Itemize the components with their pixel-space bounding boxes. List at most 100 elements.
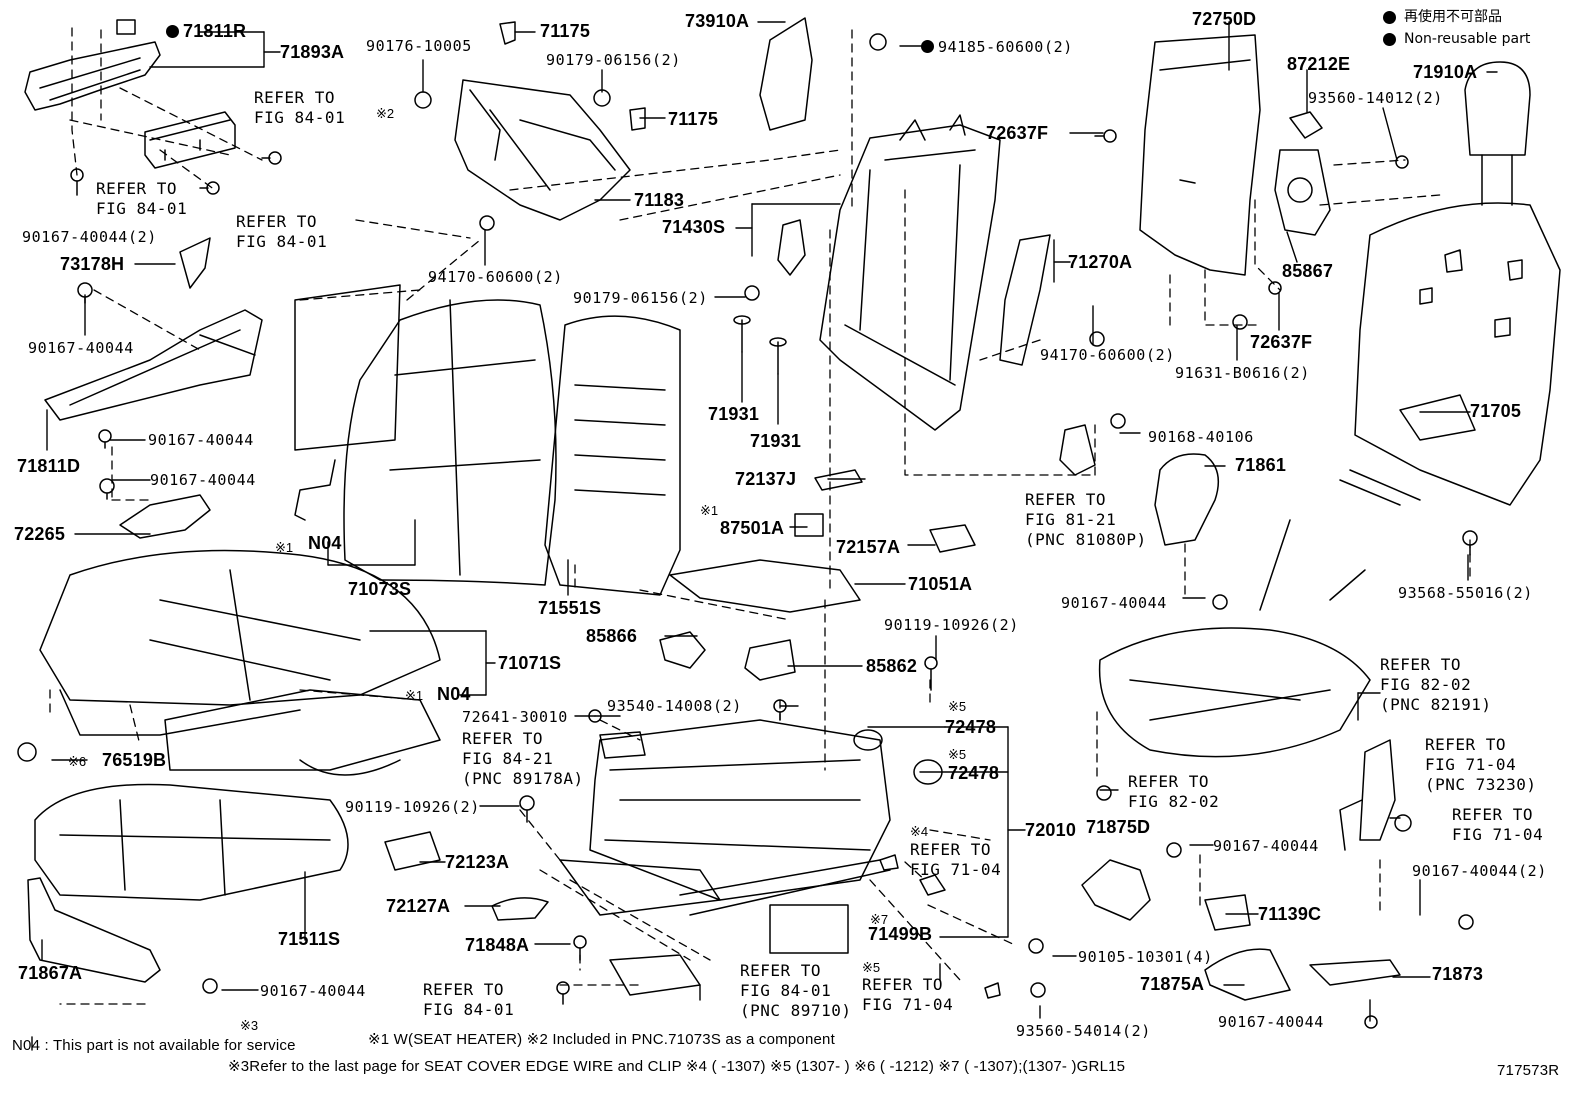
note-mark-5-a: ※5 — [948, 699, 967, 714]
callout-73178H[interactable]: 73178H — [60, 254, 125, 274]
callout-72641-30010[interactable]: 72641-30010 — [462, 708, 568, 726]
note-mark-7: ※7 — [870, 912, 889, 927]
callout-93540-14008[interactable]: 93540-14008(2) — [607, 697, 742, 715]
note-mark-6: ※6 — [68, 754, 87, 769]
callout-71873[interactable]: 71873 — [1432, 964, 1484, 984]
callout-90167-40044-2-right[interactable]: 90167-40044(2) — [1412, 862, 1547, 880]
callout-90167-40044-right[interactable]: 90167-40044 — [1213, 837, 1319, 855]
callout-71051A[interactable]: 71051A — [908, 574, 973, 594]
callout-93560-54014[interactable]: 93560-54014(2) — [1016, 1022, 1151, 1040]
callout-N04-back[interactable]: N04 — [308, 533, 342, 553]
callout-90119-10926-top[interactable]: 90119-10926(2) — [884, 616, 1019, 634]
callout-71811R[interactable]: 71811R — [166, 22, 246, 41]
refer-fig-82-02[interactable]: REFER TO FIG 82-02 — [1128, 772, 1220, 811]
callout-90179-06156-lower[interactable]: 90179-06156(2) — [573, 289, 708, 307]
refer-fig-84-01-pnc[interactable]: REFER TO FIG 84-01 (PNC 89710) — [740, 961, 852, 1020]
refer-fig-82-02-pnc[interactable]: REFER TO FIG 82-02 (PNC 82191) — [1380, 655, 1492, 714]
refer-fig-71-04-right[interactable]: REFER TO FIG 71-04 — [1452, 805, 1544, 844]
callout-71875D[interactable]: 71875D — [1086, 817, 1151, 837]
footnote-n04: N04 : This part is not available for ser… — [12, 1037, 296, 1054]
callout-72637F-lower[interactable]: 72637F — [1250, 332, 1313, 352]
refer-fig-84-01-a[interactable]: REFER TO FIG 84-01 — [254, 88, 346, 127]
callout-71931-a[interactable]: 71931 — [708, 404, 760, 424]
callout-71931-b[interactable]: 71931 — [750, 431, 802, 451]
callout-90167-40044-harness[interactable]: 90167-40044 — [1061, 594, 1167, 612]
callout-71875A[interactable]: 71875A — [1140, 974, 1205, 994]
callout-90119-10926-left[interactable]: 90119-10926(2) — [345, 798, 480, 816]
callout-85862[interactable]: 85862 — [866, 656, 918, 676]
callout-87501A[interactable]: 87501A — [720, 518, 785, 538]
callout-90168-40106[interactable]: 90168-40106 — [1148, 428, 1254, 446]
callout-91631-B0616[interactable]: 91631-B0616(2) — [1175, 364, 1310, 382]
callout-87212E[interactable]: 87212E — [1287, 54, 1351, 74]
refer-fig-71-04-pnc[interactable]: REFER TO FIG 71-04 (PNC 73230) — [1425, 735, 1537, 794]
note-mark-1-cushion: ※1 — [405, 688, 424, 703]
refer-fig-84-01-c[interactable]: REFER TO FIG 84-01 — [236, 212, 328, 251]
callout-71499B[interactable]: 71499B — [868, 924, 933, 944]
callout-71073S[interactable]: 71073S — [348, 579, 412, 599]
callout-71910A[interactable]: 71910A — [1413, 62, 1478, 82]
callout-72478-a[interactable]: 72478 — [945, 717, 997, 737]
refer-fig-84-01-b[interactable]: REFER TO FIG 84-01 — [96, 179, 188, 218]
callout-90167-40044-left[interactable]: 90167-40044 — [28, 339, 134, 357]
callout-90179-06156-top[interactable]: 90179-06156(2) — [546, 51, 681, 69]
callout-90167-40044-lower[interactable]: 90167-40044 — [150, 471, 256, 489]
callout-71893A[interactable]: 71893A — [280, 42, 345, 62]
callout-72637F-top[interactable]: 72637F — [986, 123, 1049, 143]
callout-73910A[interactable]: 73910A — [685, 11, 750, 31]
callout-71511S[interactable]: 71511S — [278, 929, 341, 949]
callout-93568-55016[interactable]: 93568-55016(2) — [1398, 584, 1533, 602]
callout-85867[interactable]: 85867 — [1282, 261, 1334, 281]
callout-72010[interactable]: 72010 — [1025, 820, 1077, 840]
refer-fig-84-21[interactable]: REFER TO FIG 84-21 (PNC 89178A) — [462, 729, 584, 788]
callout-71270A[interactable]: 71270A — [1068, 252, 1133, 272]
legend-row-english: Non-reusable part — [1383, 28, 1530, 50]
callout-94185-60600[interactable]: 94185-60600(2) — [921, 38, 1073, 57]
callout-72750D[interactable]: 72750D — [1192, 9, 1257, 29]
footnote-line-2: ※3Refer to the last page for SEAT COVER … — [228, 1058, 1126, 1075]
callout-71551S[interactable]: 71551S — [538, 598, 602, 618]
callout-94170-60600-left[interactable]: 94170-60600(2) — [428, 268, 563, 286]
callout-71811D[interactable]: 71811D — [17, 456, 81, 476]
callout-85866[interactable]: 85866 — [586, 626, 638, 646]
refer-fig-71-04-bottom[interactable]: REFER TO FIG 71-04 — [862, 975, 954, 1014]
note-mark-1-switch: ※1 — [700, 503, 719, 518]
callout-71848A[interactable]: 71848A — [465, 935, 530, 955]
callout-90167-40044-2-topleft[interactable]: 90167-40044(2) — [22, 228, 157, 246]
callout-72157A[interactable]: 72157A — [836, 537, 901, 557]
callout-71867A[interactable]: 71867A — [18, 963, 83, 983]
callout-90167-40044-bottomleft[interactable]: 90167-40044 — [260, 982, 366, 1000]
callout-90176-10005[interactable]: 90176-10005 — [366, 37, 472, 55]
legend: 再使用不可部品 Non-reusable part — [1383, 6, 1530, 50]
callout-71175-lower[interactable]: 71175 — [668, 109, 719, 129]
note-mark-2: ※2 — [376, 106, 395, 121]
callout-93560-14012[interactable]: 93560-14012(2) — [1308, 89, 1443, 107]
callout-72137J[interactable]: 72137J — [735, 469, 797, 489]
callout-90167-40044-mid[interactable]: 90167-40044 — [148, 431, 254, 449]
callout-71705[interactable]: 71705 — [1470, 401, 1522, 421]
callout-71139C[interactable]: 71139C — [1258, 904, 1322, 924]
callout-76519B[interactable]: 76519B — [102, 750, 167, 770]
callout-94170-60600-right[interactable]: 94170-60600(2) — [1040, 346, 1175, 364]
callout-71861[interactable]: 71861 — [1235, 455, 1287, 475]
callout-71430S[interactable]: 71430S — [662, 217, 726, 237]
callout-72127A[interactable]: 72127A — [386, 896, 451, 916]
non-reusable-dot-icon — [921, 40, 934, 53]
refer-fig-71-04-center[interactable]: REFER TO FIG 71-04 — [910, 840, 1002, 879]
callout-72265[interactable]: 72265 — [14, 524, 66, 544]
callout-71175-top[interactable]: 71175 — [540, 21, 591, 41]
callout-72478-b[interactable]: 72478 — [948, 763, 1000, 783]
legend-row-japanese: 再使用不可部品 — [1383, 6, 1530, 28]
callout-N04-cushion[interactable]: N04 — [437, 684, 471, 704]
callout-90105-10301[interactable]: 90105-10301(4) — [1078, 948, 1213, 966]
legend-japanese-label: 再使用不可部品 — [1404, 9, 1502, 25]
callout-71071S[interactable]: 71071S — [498, 653, 562, 673]
callout-72123A[interactable]: 72123A — [445, 852, 510, 872]
callout-90167-40044-bottomright[interactable]: 90167-40044 — [1218, 1013, 1324, 1031]
refer-fig-84-01-bottom[interactable]: REFER TO FIG 84-01 — [423, 980, 515, 1019]
callout-71183[interactable]: 71183 — [634, 190, 685, 210]
legend-english-label: Non-reusable part — [1404, 31, 1531, 47]
refer-fig-81-21[interactable]: REFER TO FIG 81-21 (PNC 81080P) — [1025, 490, 1147, 549]
